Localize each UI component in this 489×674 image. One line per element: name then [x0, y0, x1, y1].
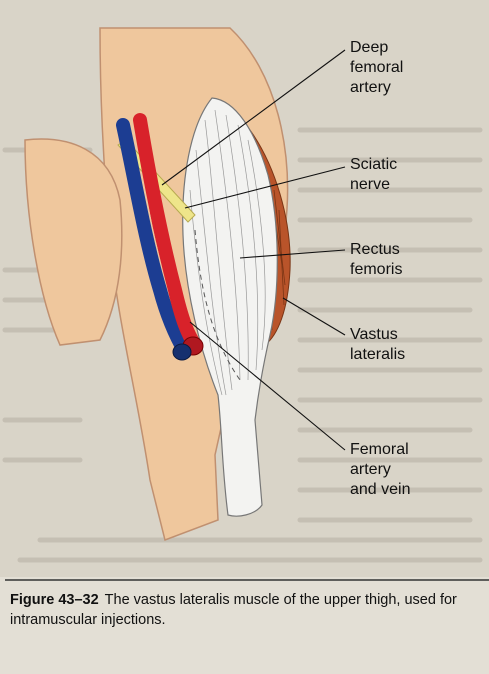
- label-line: Femoral: [350, 440, 411, 460]
- label-deep-femoral-artery: Deep femoral artery: [350, 38, 403, 98]
- label-sciatic-nerve: Sciatic nerve: [350, 155, 397, 195]
- label-line: Sciatic: [350, 155, 397, 175]
- label-rectus-femoris: Rectus femoris: [350, 240, 402, 280]
- label-line: nerve: [350, 175, 397, 195]
- label-line: artery: [350, 460, 411, 480]
- label-line: Rectus: [350, 240, 402, 260]
- label-line: artery: [350, 78, 403, 98]
- label-vastus-lateralis: Vastus lateralis: [350, 325, 405, 365]
- label-line: femoral: [350, 58, 403, 78]
- label-line: Deep: [350, 38, 403, 58]
- label-line: femoris: [350, 260, 402, 280]
- label-line: and vein: [350, 480, 411, 500]
- label-line: lateralis: [350, 345, 405, 365]
- vein-cut-end: [173, 344, 191, 360]
- label-line: Vastus: [350, 325, 405, 345]
- label-femoral-artery-vein: Femoral artery and vein: [350, 440, 411, 500]
- figure-number: Figure 43–32: [10, 592, 99, 608]
